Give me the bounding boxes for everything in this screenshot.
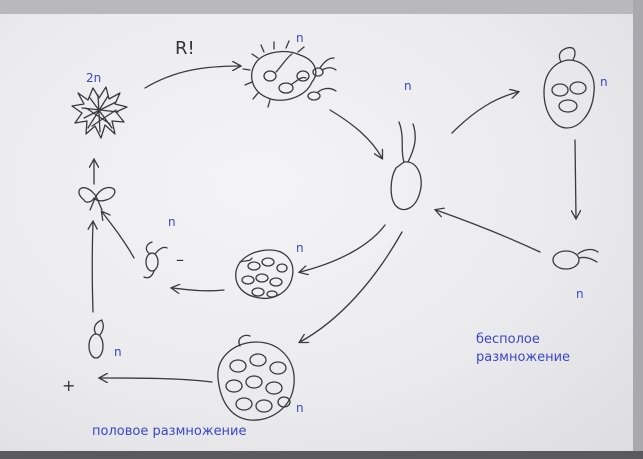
arrow-sporangium-to-zoospore [575, 140, 576, 218]
arrow-to-minus-gametangium [300, 225, 385, 272]
plus-sign: + [62, 376, 75, 395]
minus-gamete-drawing [144, 242, 167, 278]
arrow-to-plus-gamete [100, 378, 212, 382]
arrow-meiosis [145, 66, 240, 88]
asexual-sporangium-drawing [544, 48, 594, 128]
meiosis-mark: R! [175, 38, 195, 59]
caption-sexual: половое размножение [92, 426, 247, 438]
arrow-to-minus-gamete [172, 288, 224, 291]
arrow-to-asexual-sporangium [452, 92, 518, 133]
ploidy-label-zygote: 2n [86, 72, 101, 84]
caption-asexual-line1: бесполое [476, 334, 540, 346]
minus-sign: – [176, 250, 184, 269]
plus-gametangium-drawing [218, 335, 294, 420]
central-zoospore-drawing [391, 122, 421, 210]
sporangium-release-drawing [243, 41, 336, 107]
arrow-minus-gamete-to-fusion [102, 212, 134, 258]
zygote-drawing [72, 87, 127, 138]
ploidy-label-plus-gametangium: n [296, 402, 304, 414]
plus-gamete-drawing [89, 320, 103, 358]
ploidy-label-zoospore: n [404, 80, 412, 92]
asexual-zoospore-drawing [553, 250, 598, 269]
ploidy-label-plus-gamete: n [114, 346, 122, 358]
fusion-drawing [79, 187, 115, 210]
arrow-asexual-return [436, 210, 540, 252]
caption-asexual-line2: размножение [476, 352, 570, 364]
ploidy-label-minus-gametangium: n [296, 242, 304, 254]
arrow-release-to-zoospore [330, 110, 382, 158]
ploidy-label-release: n [296, 32, 304, 44]
minus-gametangium-drawing [236, 250, 293, 298]
arrow-to-plus-gametangium [300, 232, 402, 342]
ploidy-label-asexual-sporangium: n [600, 76, 608, 88]
ploidy-label-asexual-zoospore: n [576, 288, 584, 300]
arrow-plus-to-fusion [92, 222, 93, 312]
ploidy-label-minus-gamete: n [168, 216, 176, 228]
